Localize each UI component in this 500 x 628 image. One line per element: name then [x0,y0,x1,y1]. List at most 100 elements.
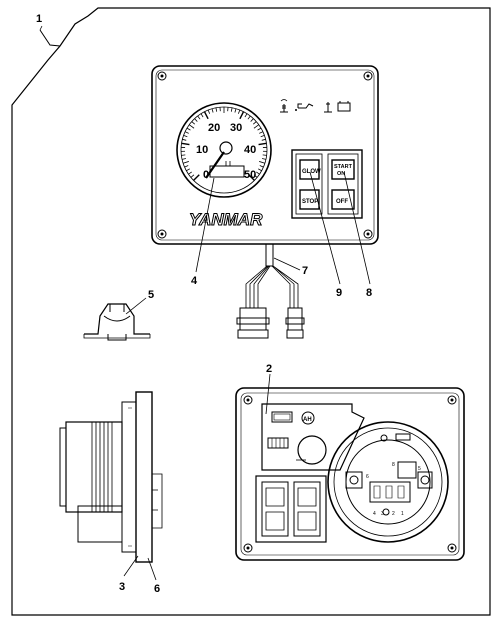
start-on-button[interactable]: START ON [332,160,354,179]
off-button-label: OFF [336,199,348,205]
callout-5: 5 [148,289,154,301]
leader-3 [124,556,138,576]
tach-tick [235,109,236,113]
tach-tick [259,143,267,144]
callout-9: 9 [336,287,342,299]
tacho-body-side [60,422,162,542]
terminal-number: 1 [401,511,404,517]
tach-tick [182,159,186,160]
tach-tick [260,165,264,167]
tach-needle [206,152,224,178]
tach-tick [259,161,265,163]
side-panel-plate [136,392,152,562]
mounting-clip [84,304,150,340]
stop-button-label: STOP [302,199,318,205]
tach-tick [208,110,209,114]
tach-tick [188,172,191,174]
tach-tick [185,165,189,167]
tach-tick [187,128,190,130]
hour-meter [210,166,244,177]
terminal-number: 2 [392,511,395,517]
rear-panel-assembly: AH 4 [236,388,464,560]
callout-2: 2 [266,363,272,375]
leader-1 [40,26,42,30]
tach-tick [248,116,250,119]
tach-tick [181,155,185,156]
tach-tick [240,112,244,119]
tach-label: 10 [196,144,208,156]
glow-button-label: GLOW [302,169,321,175]
harness-connector-small [286,308,304,338]
tach-tick [182,143,190,144]
tach-tick [216,108,217,112]
leader-5 [126,298,146,314]
tach-tick [258,169,262,171]
harness-connector-large [237,308,269,338]
tach-tick [186,169,190,171]
tach-label: 20 [208,122,220,134]
tach-tick [201,114,203,117]
side-view-assembly [60,392,162,562]
boundary-break-line [40,30,60,46]
leader-2 [266,374,270,414]
tach-tick [251,119,254,122]
leader-7 [274,258,300,270]
callout-numbers: 1 2 3 4 5 6 7 8 9 [36,13,372,595]
tach-tick [183,161,189,163]
leader-8 [344,172,370,284]
tach-tick [192,122,195,125]
tach-tick [261,135,265,136]
tach-tick [245,114,247,117]
tach-tick [258,128,261,130]
water-temp-icon [280,100,288,113]
tach-tick [262,159,266,160]
tach-tick [259,132,263,134]
callout-7: 7 [302,265,308,277]
glow-button[interactable]: GLOW [300,160,321,179]
tach-tick [262,139,266,140]
leader-9 [310,172,340,284]
tach-tick [198,116,200,119]
callout-4: 4 [191,275,198,287]
fuse-label: AH [303,417,312,423]
oil-pressure-icon [295,104,313,111]
tach-tick [254,125,259,129]
coolant-level-icon [324,102,332,112]
tach-tick [263,155,267,156]
terminal-number: 3 [381,511,384,517]
tach-label: 50 [244,169,256,181]
tach-tick [256,172,259,174]
terminal-number: 4 [373,511,376,517]
wire-harness [237,244,304,338]
brand-logo: YANMAR [189,210,263,229]
switch-block: GLOW STOP START ON OFF [292,150,362,218]
stop-button[interactable]: STOP [300,190,319,209]
tach-tick [191,175,194,178]
tach-tick [195,119,198,122]
tacho-rear-housing: 4 3 2 1 5 6 8 [328,422,448,542]
side-bezel [122,402,136,552]
tach-tick [184,135,188,136]
battery-charge-icon [338,101,350,111]
tach-tick [231,108,232,112]
tach-hub [220,142,232,154]
tach-tick [253,122,256,125]
on-button-label: ON [337,171,345,177]
front-instrument-panel: 0 10 20 30 40 50 YANMAR GLOW [152,66,378,244]
switch-rear-housing [256,476,326,542]
tach-tick [204,112,208,119]
tach-labels: 0 10 20 30 40 50 [196,122,256,181]
tach-tick [194,175,200,181]
assembly-boundary [12,8,490,615]
callout-3: 3 [119,581,125,593]
tach-tick [212,109,213,113]
terminal-number: 5 [418,466,421,472]
callout-8: 8 [366,287,372,299]
tach-label: 40 [244,144,256,156]
tach-tick [182,139,186,140]
tach-tick [185,132,189,134]
terminal-number: 6 [366,474,369,480]
callout-6: 6 [154,583,160,595]
